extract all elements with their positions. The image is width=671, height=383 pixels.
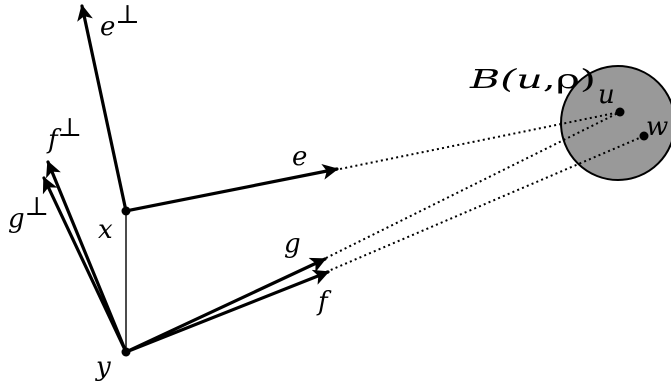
label-u: u <box>598 80 615 110</box>
vector-f <box>124 269 330 354</box>
dotted-line-e-to-u <box>334 111 621 171</box>
label-f-perp: f⊥ <box>46 113 82 155</box>
label-e: e <box>292 142 307 172</box>
vector-g-perp <box>42 176 128 354</box>
label-g-perp: g⊥ <box>8 192 49 234</box>
label-ball: B(u,ρ) <box>468 65 596 95</box>
label-x: x <box>98 215 113 245</box>
ball-b <box>560 65 671 181</box>
point-x <box>121 206 131 216</box>
dotted-line-f-to-w <box>325 135 645 273</box>
vector-e-perp <box>77 4 128 213</box>
vector-g <box>124 257 327 354</box>
label-g: g <box>284 229 301 259</box>
vector-f-perp <box>46 160 128 354</box>
label-e-perp: e⊥ <box>100 0 140 42</box>
vector-e <box>124 163 339 213</box>
point-u <box>615 107 625 117</box>
label-w: w <box>646 112 668 142</box>
label-f: f <box>316 287 332 317</box>
point-w <box>639 131 649 141</box>
label-y: y <box>95 352 111 382</box>
point-y <box>121 347 131 357</box>
